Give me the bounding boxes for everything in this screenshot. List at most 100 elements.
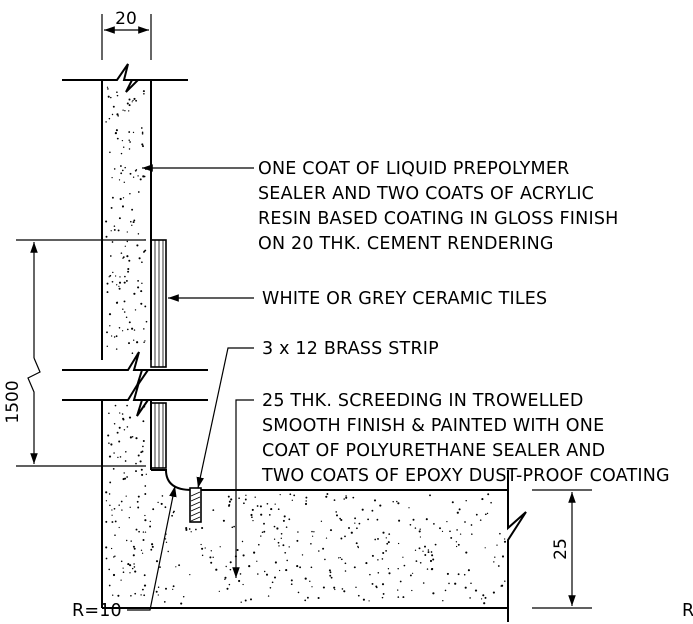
stipple-dot bbox=[129, 506, 131, 508]
stipple-dot bbox=[357, 594, 360, 597]
stipple-dot bbox=[142, 90, 145, 93]
stipple-dot bbox=[304, 599, 307, 602]
stipple-dot bbox=[118, 285, 120, 288]
stipple-dot bbox=[164, 538, 167, 540]
stipple-dot bbox=[242, 554, 245, 557]
stipple-dot bbox=[157, 594, 159, 596]
stipple-dot bbox=[387, 541, 390, 544]
stipple-dot bbox=[329, 529, 333, 532]
stipple-dot bbox=[459, 533, 462, 535]
stipple-dot bbox=[139, 460, 142, 463]
stipple-dot bbox=[482, 594, 485, 597]
stipple-dot bbox=[248, 565, 251, 568]
stipple-dot bbox=[396, 500, 398, 503]
stipple-dot bbox=[499, 532, 501, 535]
stipple-dot bbox=[143, 93, 145, 95]
stipple-dot bbox=[113, 556, 115, 558]
stipple-dot bbox=[345, 495, 347, 497]
stipple-dot bbox=[132, 554, 135, 557]
stipple-dot bbox=[126, 328, 129, 331]
stipple-dot bbox=[414, 527, 417, 529]
stipple-dot bbox=[131, 224, 133, 226]
stipple-dot bbox=[397, 596, 400, 598]
stipple-dot bbox=[311, 530, 313, 533]
stipple-dot bbox=[238, 579, 241, 583]
stipple-dot bbox=[434, 543, 437, 546]
dim-25-text: 25 bbox=[551, 538, 571, 560]
stipple-dot bbox=[116, 431, 119, 434]
stipple-dot bbox=[388, 572, 391, 575]
stipple-dot bbox=[132, 131, 135, 134]
stipple-dot bbox=[357, 546, 359, 549]
stipple-dot bbox=[157, 501, 159, 504]
stipple-dot bbox=[358, 522, 361, 525]
stipple-dot bbox=[110, 206, 113, 209]
stipple-dot bbox=[382, 592, 385, 595]
stipple-dot bbox=[139, 178, 142, 181]
stipple-dot bbox=[484, 513, 487, 516]
stipple-dot bbox=[123, 300, 126, 303]
stipple-dot bbox=[135, 437, 138, 440]
stipple-dot bbox=[117, 115, 119, 117]
stipple-dot bbox=[274, 503, 276, 505]
stipple-dot bbox=[123, 429, 126, 431]
stipple-dot bbox=[424, 554, 427, 556]
stipple-dot bbox=[122, 567, 124, 569]
stipple-dot bbox=[121, 413, 124, 415]
stipple-dot bbox=[108, 313, 112, 316]
stipple-dot bbox=[117, 594, 120, 597]
stipple-dot bbox=[145, 168, 147, 170]
brass-hatch-line bbox=[190, 491, 201, 497]
stipple-dot bbox=[454, 582, 457, 585]
concrete-stipple bbox=[105, 86, 507, 605]
stipple-dot bbox=[481, 498, 484, 501]
dim-1500-text: 1500 bbox=[3, 380, 23, 423]
stipple-dot bbox=[111, 509, 113, 511]
stipple-dot bbox=[377, 537, 379, 540]
stipple-dot bbox=[142, 145, 144, 148]
stipple-dot bbox=[289, 493, 292, 496]
stipple-dot bbox=[278, 569, 281, 572]
stipple-dot bbox=[411, 589, 413, 592]
stipple-dot bbox=[339, 517, 341, 520]
stipple-dot bbox=[381, 596, 384, 599]
stipple-dot bbox=[429, 494, 431, 497]
stipple-dot bbox=[143, 584, 147, 587]
brass-strip bbox=[189, 487, 202, 523]
stipple-dot bbox=[463, 573, 466, 576]
stipple-dot bbox=[265, 573, 269, 576]
screeding-leader bbox=[232, 399, 254, 578]
stipple-dot bbox=[301, 554, 304, 556]
stipple-dot bbox=[125, 316, 128, 319]
stipple-dot bbox=[130, 595, 132, 597]
stipple-dot bbox=[173, 510, 175, 513]
stipple-dot bbox=[128, 259, 131, 262]
stipple-dot bbox=[338, 557, 340, 559]
stipple-dot bbox=[290, 579, 293, 582]
stipple-dot bbox=[108, 276, 110, 278]
stipple-dot bbox=[113, 507, 116, 510]
stipple-dot bbox=[144, 485, 147, 487]
stipple-dot bbox=[465, 499, 467, 502]
stipple-dot bbox=[320, 520, 323, 522]
stipple-dot bbox=[161, 495, 164, 497]
stipple-dot bbox=[144, 514, 146, 517]
stipple-dot bbox=[138, 257, 141, 260]
stipple-dot bbox=[105, 220, 108, 223]
stipple-dot bbox=[426, 568, 429, 570]
brass-hatch-line bbox=[190, 511, 201, 517]
stipple-dot bbox=[361, 508, 364, 511]
stipple-dot bbox=[116, 137, 119, 140]
brass-leader bbox=[196, 347, 254, 489]
stipple-dot bbox=[365, 562, 368, 565]
stipple-dot bbox=[109, 325, 111, 327]
stipple-dot bbox=[159, 566, 161, 568]
stipple-dot bbox=[297, 531, 299, 533]
stipple-dot bbox=[259, 505, 262, 508]
stipple-dot bbox=[278, 545, 280, 547]
stipple-dot bbox=[105, 546, 108, 549]
stipple-dot bbox=[387, 568, 390, 570]
stipple-dot bbox=[108, 442, 110, 444]
stipple-dot bbox=[350, 531, 353, 534]
stipple-dot bbox=[377, 559, 379, 561]
